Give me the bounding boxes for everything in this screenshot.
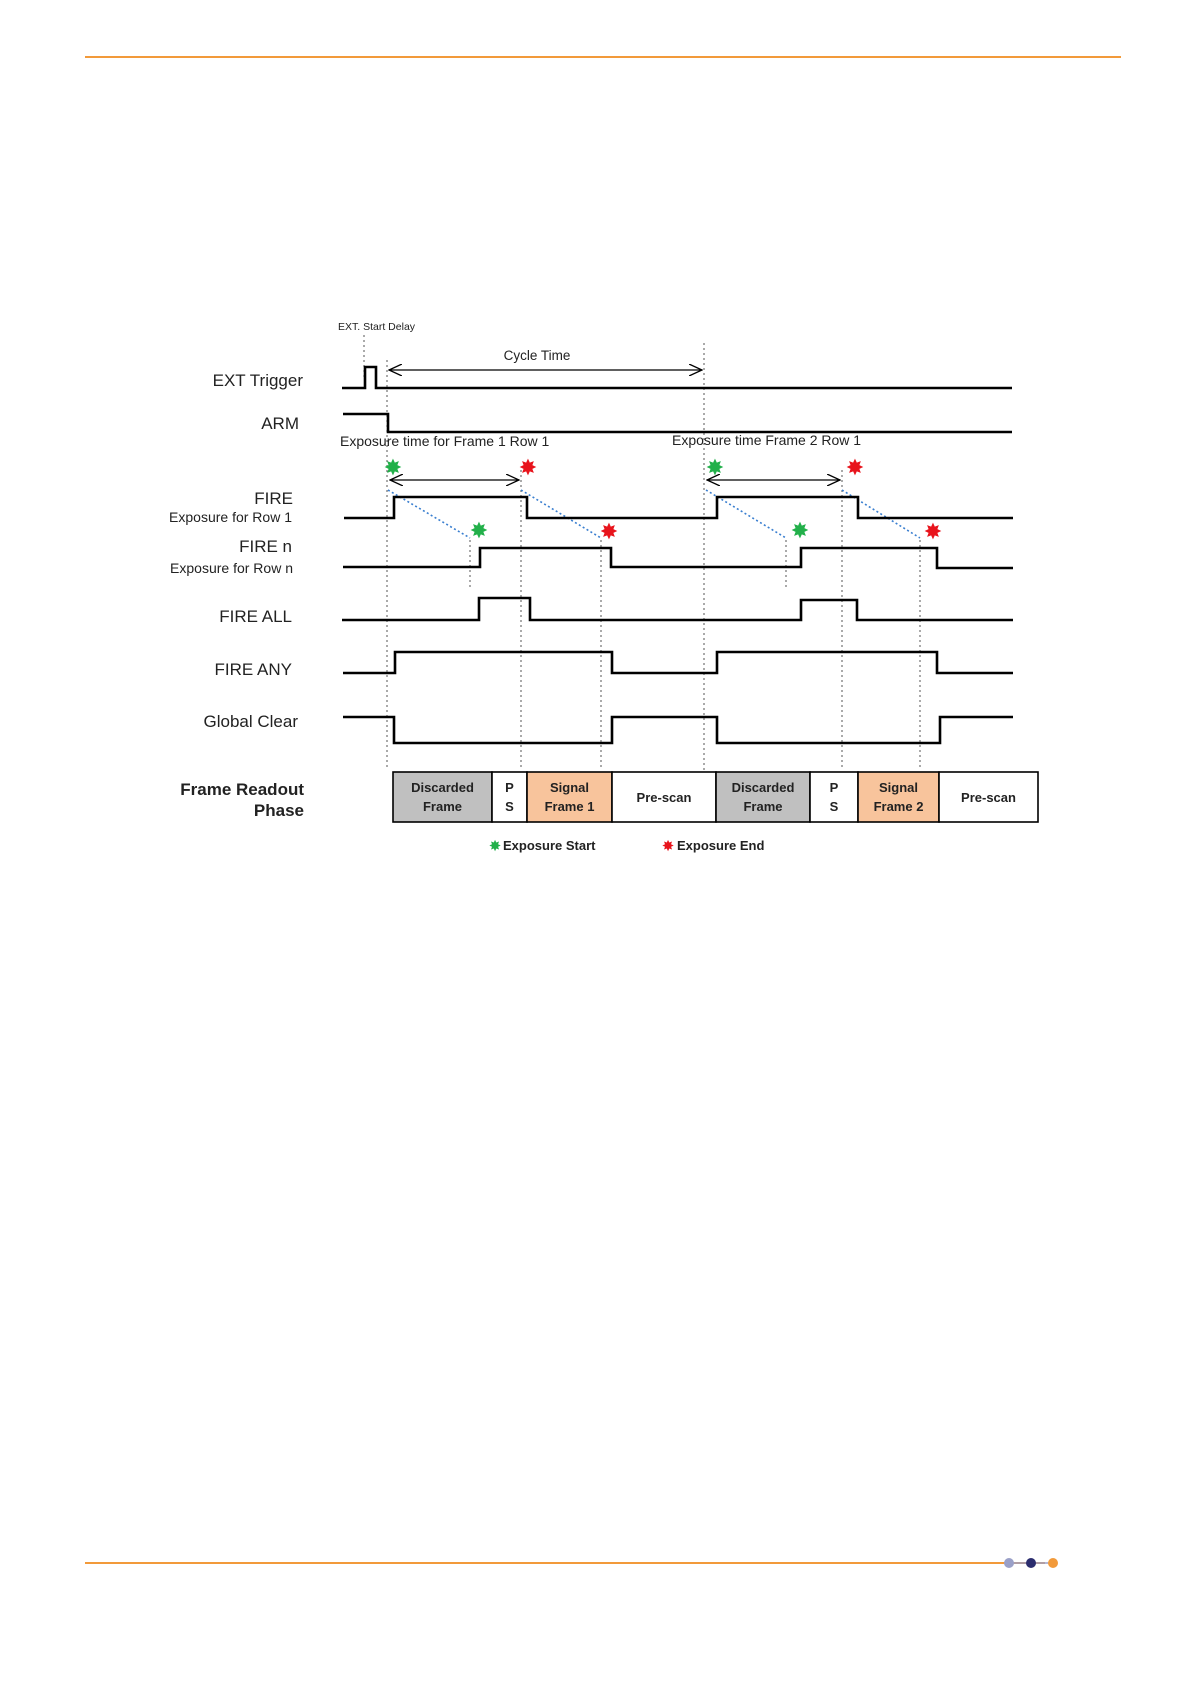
exposure-end-icon: ✸ [600,520,618,545]
signal-label-fire-all: FIRE ALL [219,607,292,626]
signal-sublabel-fire: Exposure for Row 1 [169,509,292,525]
readout-cell: PS [809,771,859,823]
waveform-global-clear [343,715,1013,745]
readout-cell-label: Pre-scan [637,790,692,805]
footer-rule [85,1562,1045,1564]
timing-guides [363,335,921,770]
readout-cell-label: S [830,799,839,814]
readout-label-line2: Phase [254,801,304,820]
exposure-end-icon: ✸ [846,456,864,481]
waveform-fire-any [343,650,1013,675]
waveform-arm [343,412,1012,434]
signal-label-fire-n: FIRE n [239,537,292,556]
exposure-end-markers: ✸ ✸ ✸ ✸ [519,456,942,545]
legend-start-icon: ✸ [489,837,502,855]
exposure-end-icon: ✸ [519,456,537,481]
signal-label-ext-trigger: EXT Trigger [213,371,304,390]
legend: ✸ Exposure Start ✸ Exposure End [489,837,765,855]
readout-cell-label: Frame [423,799,462,814]
signal-label-fire-any: FIRE ANY [215,660,292,679]
waveform-ext-trigger [342,365,1012,390]
exposure-start-icon: ✸ [384,456,402,481]
ext-start-delay-label: EXT. Start Delay [338,321,416,333]
readout-cell: PS [491,771,528,823]
readout-cell-label: Pre-scan [961,790,1016,805]
readout-label-line1: Frame Readout [180,780,304,799]
legend-start-label: Exposure Start [503,838,596,853]
waveform-fire [344,495,1013,520]
signal-sublabel-fire-n: Exposure for Row n [170,560,293,576]
readout-cell-label: P [505,780,514,795]
exposure-start-icon: ✸ [791,519,809,544]
footer-dots-decoration [1004,1558,1058,1568]
signal-label-fire: FIRE [254,489,293,508]
waveform-fire-n [343,546,1013,570]
readout-cell-label: S [505,799,514,814]
readout-cell-label: Discarded [411,780,474,795]
exposure-start-icon: ✸ [470,519,488,544]
legend-end-icon: ✸ [662,837,675,855]
readout-cell-label: P [830,780,839,795]
waveform-fire-all [342,596,1013,622]
readout-cell: Pre-scan [611,771,717,823]
exposure-start-markers: ✸ ✸ ✸ ✸ [384,456,809,544]
readout-cell-label: Discarded [732,780,795,795]
header-rule [85,56,1121,58]
signal-label-arm: ARM [261,414,299,433]
readout-cell-label: Signal [879,780,918,795]
exposure-frame2-label: Exposure time Frame 2 Row 1 [672,432,861,448]
exposure-end-icon: ✸ [924,520,942,545]
exposure-start-icon: ✸ [706,456,724,481]
readout-cell-label: Frame [743,799,782,814]
cycle-time-label: Cycle Time [504,348,571,363]
readout-cell-label: Signal [550,780,589,795]
readout-cell-label: Frame 1 [545,799,595,814]
signal-label-global-clear: Global Clear [204,712,299,731]
readout-cell-label: Frame 2 [874,799,924,814]
exposure-frame1-label: Exposure time for Frame 1 Row 1 [340,433,550,449]
legend-end-label: Exposure End [677,838,764,853]
readout-cell: Pre-scan [938,771,1039,823]
